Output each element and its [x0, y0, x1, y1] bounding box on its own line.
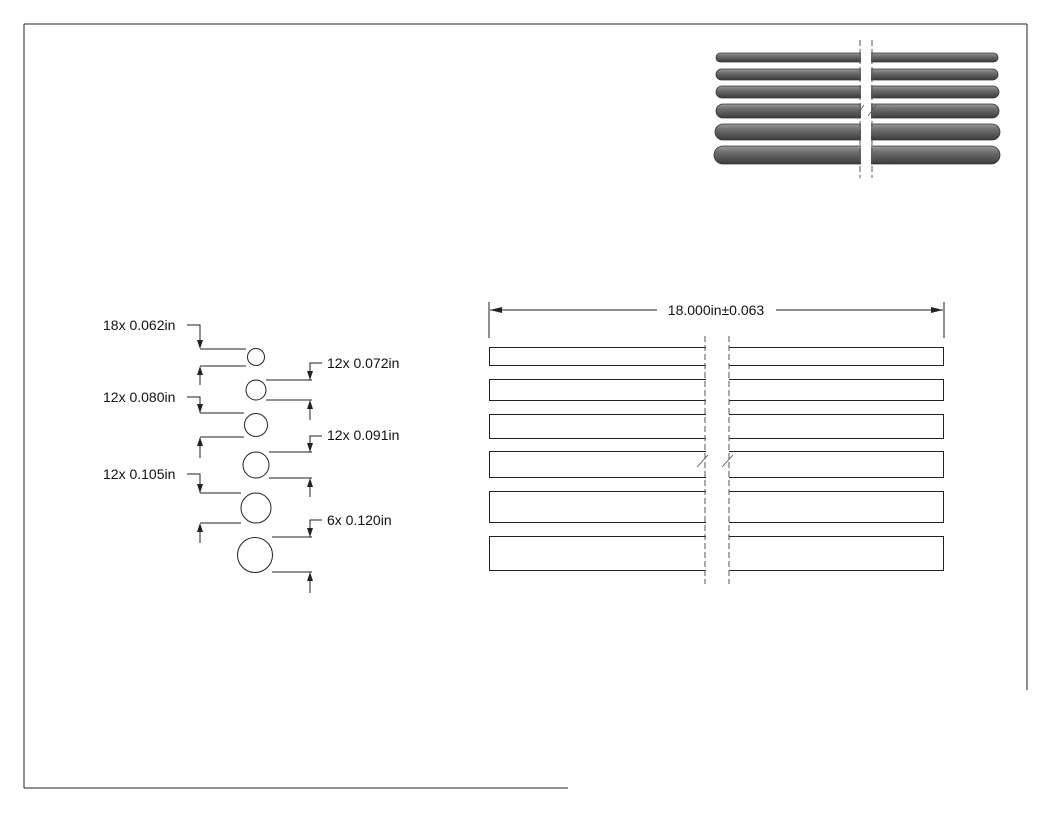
overall-length-dimension: 18.000in±0.063 — [488, 302, 945, 338]
rod-section-circle — [242, 451, 270, 479]
iso-rod — [714, 123, 1001, 141]
break-gap — [706, 340, 729, 580]
sheet-border — [23, 23, 1028, 789]
dimension-label: 12x 0.091in — [327, 427, 399, 443]
iso-rod — [715, 103, 1000, 119]
section-view: 18x 0.062in 12x 0.072in 12x 0.080in — [103, 317, 399, 593]
iso-rod — [715, 52, 999, 63]
rod-section-circle — [237, 537, 273, 573]
dimension-label: 6x 0.120in — [327, 512, 392, 528]
dimension-callout: 18x 0.062in — [103, 317, 246, 385]
rod-section-circle — [244, 413, 268, 437]
iso-rod — [715, 68, 999, 81]
dimension-label: 12x 0.072in — [327, 355, 399, 371]
dimension-label: 18x 0.062in — [103, 317, 175, 333]
break-symbol — [696, 454, 734, 468]
iso-rod — [713, 145, 1001, 165]
dimension-callout: 12x 0.105in — [103, 466, 241, 543]
dimension-label: 12x 0.080in — [103, 389, 175, 405]
iso-break-gap — [861, 44, 871, 176]
iso-rod — [715, 85, 1000, 99]
rod-section-circle — [245, 379, 267, 401]
iso-break-symbol — [855, 104, 877, 117]
isometric-rod-view — [713, 40, 1001, 178]
dimension-callout: 12x 0.091in — [269, 427, 399, 497]
rod-section-circle — [240, 492, 272, 524]
dimension-callout: 6x 0.120in — [272, 512, 392, 593]
dimension-callout: 12x 0.080in — [103, 389, 244, 458]
rod-section-circle — [247, 348, 265, 366]
overall-length-label: 18.000in±0.063 — [668, 302, 765, 318]
dimension-callout: 12x 0.072in — [266, 355, 399, 420]
dimension-label: 12x 0.105in — [103, 466, 175, 482]
front-view: 18.000in±0.063 — [488, 302, 945, 584]
